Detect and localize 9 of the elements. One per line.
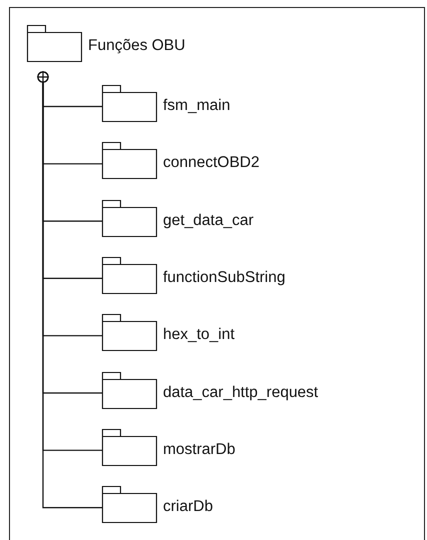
package-name: functionSubString — [163, 268, 286, 287]
package-name: fsm_main — [163, 97, 230, 115]
package-name: hex_to_int — [163, 326, 235, 344]
package-name: Funções OBU — [88, 37, 186, 55]
package-name: data_car_http_request — [163, 384, 318, 402]
package-name: criarDb — [163, 498, 213, 516]
package-name: connectOBD2 — [163, 154, 260, 172]
package-name: get_data_car — [163, 212, 254, 230]
package-name: mostrarDb — [163, 440, 236, 459]
